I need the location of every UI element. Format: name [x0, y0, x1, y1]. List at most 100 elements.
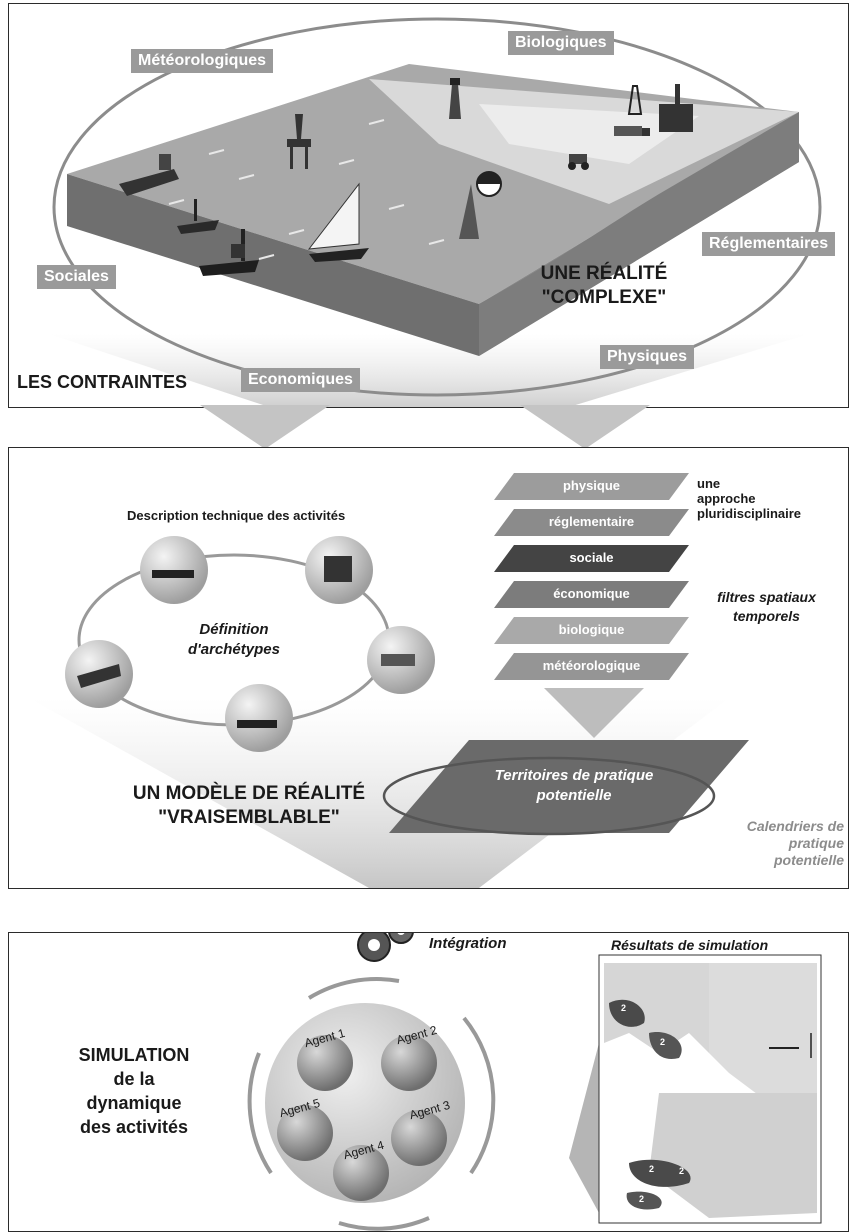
simulation-line3: dynamique — [86, 1093, 182, 1113]
sailboat-icon — [307, 182, 369, 262]
agent-5-sphere — [277, 1105, 333, 1161]
cliff-face — [479, 112, 799, 356]
oil-platform-icon — [287, 114, 311, 169]
layer-stack — [494, 473, 689, 680]
territory-line2: potentielle — [536, 787, 612, 804]
model-panel: Description technique des activités Défi… — [8, 447, 849, 889]
reality-title-line1: UNE RÉALITÉ — [540, 263, 668, 284]
windsurfer-icon — [459, 184, 479, 239]
simulation-diagram — [247, 933, 822, 1231]
simulation-line2: de la — [113, 1069, 155, 1089]
definition-label: Définition d'archétypes — [169, 620, 299, 660]
fishing-boat-icon — [199, 229, 259, 276]
territory-slab — [389, 740, 749, 833]
filters-line1: filtres spatiaux — [717, 589, 816, 605]
territory-label: Territoires de pratique potentielle — [459, 766, 689, 806]
approach-label: une approche pluridisciplinaire — [697, 476, 801, 521]
layer-reglementaire — [494, 509, 689, 536]
model-title-line1: UN MODÈLE DE RÉALITÉ — [132, 783, 366, 804]
layer-label-meteorologique: météorologique — [542, 658, 641, 673]
calendar-loop — [382, 756, 716, 836]
approach-line1: une — [697, 476, 721, 491]
simulation-line1: SIMULATION — [78, 1045, 190, 1065]
tractor-icon — [568, 154, 589, 170]
lighthouse-icon — [449, 78, 461, 119]
tag-biologiques: Biologiques — [508, 31, 614, 55]
results-map — [598, 954, 822, 1224]
tag-meteorologiques: Météorologiques — [131, 49, 274, 73]
layer-label-economique: économique — [553, 586, 630, 601]
cargo-ship-icon — [119, 154, 179, 196]
result-arrow — [569, 1043, 599, 1213]
cycle-arrow-right — [462, 1016, 496, 1175]
integration-label: Intégration — [429, 935, 507, 952]
simulation-panel: Intégration SIMULATION de la dynamique d… — [8, 932, 849, 1232]
tag-economiques: Economiques — [241, 368, 360, 392]
trawler-icon — [177, 199, 219, 234]
gears-icon — [357, 933, 414, 962]
cycle-arrow-top — [307, 977, 400, 1000]
map-zone-label-4: 2 — [679, 1166, 685, 1176]
layer-physique — [494, 473, 689, 500]
arrow-right — [520, 405, 650, 449]
truck-icon — [614, 126, 650, 136]
map-zone-label-5: 2 — [639, 1194, 645, 1204]
simulation-line4: des activités — [79, 1117, 189, 1137]
boat-icon — [152, 570, 194, 578]
approach-line2: approche — [697, 491, 756, 506]
field-area — [479, 104, 699, 164]
map-zone-label-3: 2 — [649, 1164, 655, 1174]
reality-ellipse — [52, 17, 822, 397]
agent-4-sphere — [333, 1145, 389, 1201]
trawler-icon — [237, 720, 277, 728]
layer-biologique — [494, 617, 689, 644]
layer-economique — [494, 581, 689, 608]
agent-1-sphere — [297, 1035, 353, 1091]
agent-2-sphere — [381, 1035, 437, 1091]
filters-line2: temporels — [733, 608, 800, 624]
layer-label-physique: physique — [562, 478, 621, 493]
reality-title: UNE RÉALITÉ "COMPLEXE" — [529, 262, 679, 310]
calendar-label: Calendriers de pratique potentielle — [714, 818, 844, 869]
model-diagram — [29, 473, 749, 888]
layer-label-biologique: biologique — [558, 622, 625, 637]
ship-icon — [77, 664, 121, 688]
model-title-line2: "VRAISEMBLABLE" — [158, 807, 340, 828]
funnel-arrows — [200, 405, 650, 449]
truck-icon — [381, 654, 415, 666]
agent-3-sphere — [391, 1110, 447, 1166]
beach-ball-icon — [476, 171, 502, 197]
factory-icon — [659, 84, 693, 132]
definition-line2: d'archétypes — [188, 641, 280, 658]
reality-title-line2: "COMPLEXE" — [541, 287, 667, 308]
layer-sociale — [494, 545, 689, 572]
archetype-sphere-trawler — [225, 684, 293, 752]
tag-sociales: Sociales — [37, 265, 116, 289]
filters-label: filtres spatiaux temporels — [699, 588, 834, 626]
map-zone-label-1: 2 — [621, 1003, 627, 1013]
constraints-title: LES CONTRAINTES — [17, 372, 188, 392]
tag-reglementaires: Réglementaires — [702, 232, 836, 256]
description-label: Description technique des activités — [127, 508, 346, 523]
block-front-face — [67, 174, 479, 356]
territory-line1: Territoires de pratique — [494, 767, 654, 784]
model-title: UN MODÈLE DE RÉALITÉ "VRAISEMBLABLE" — [114, 782, 384, 830]
factory-icon — [324, 556, 352, 582]
arrow-left — [200, 405, 330, 449]
cycle-arrow-left — [247, 1052, 273, 1175]
stack-funnel-arrow — [544, 688, 644, 738]
calendar-line1: Calendriers de — [746, 818, 844, 834]
oil-derrick-icon — [627, 85, 643, 115]
tag-physiques: Physiques — [600, 345, 695, 369]
map-zone-label-2: 2 — [660, 1037, 666, 1047]
calendar-line2: pratique — [788, 835, 844, 851]
coastal-landscape-illustration — [49, 17, 822, 407]
layer-label-sociale: sociale — [569, 550, 614, 565]
layer-label-reglementaire: réglementaire — [548, 514, 635, 529]
constraints-panel: Météorologiques Biologiques Sociales Rég… — [8, 3, 849, 408]
simulation-title: SIMULATION de la dynamique des activités — [49, 1043, 219, 1139]
definition-line1: Définition — [199, 621, 269, 638]
results-label: Résultats de simulation — [611, 937, 769, 953]
approach-line3: pluridisciplinaire — [697, 506, 802, 521]
calendar-line3: potentielle — [773, 852, 844, 868]
